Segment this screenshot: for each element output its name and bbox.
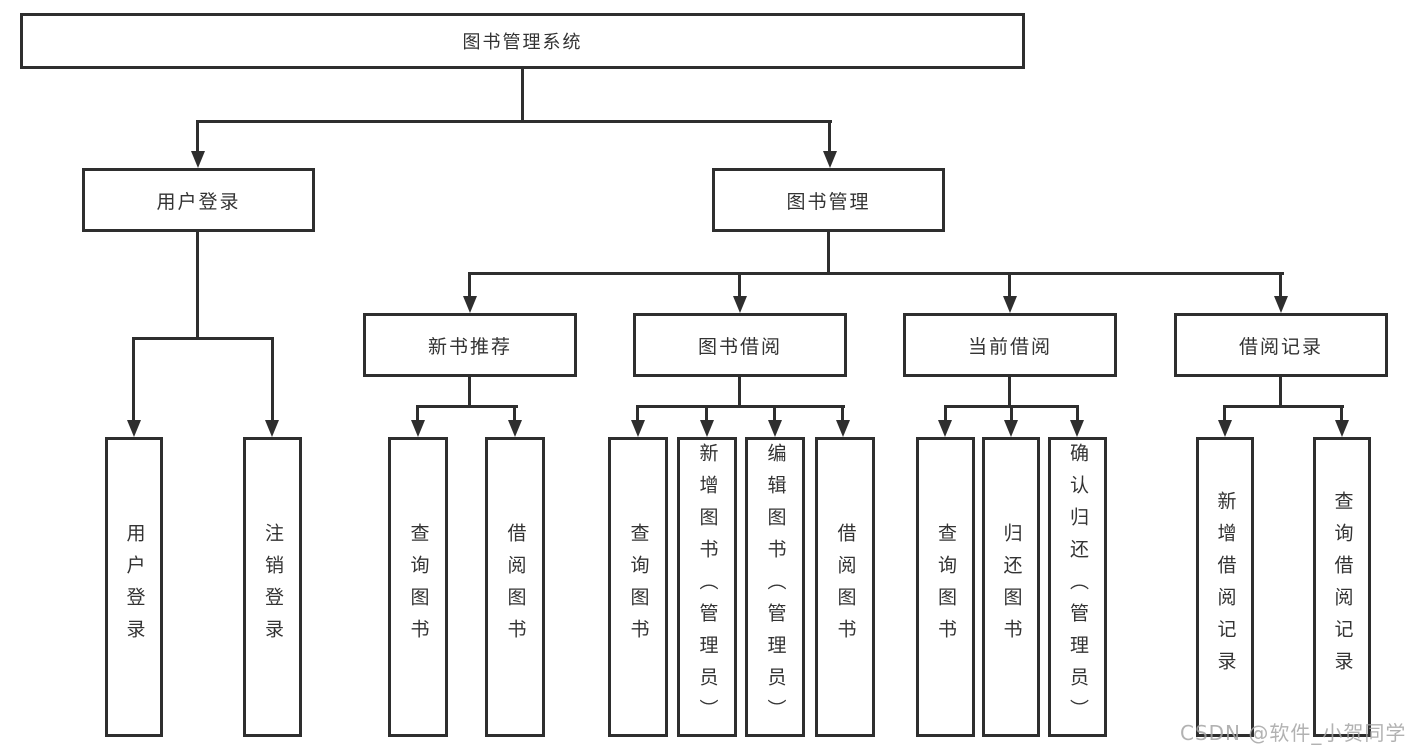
arrow-down-icon bbox=[836, 420, 850, 437]
arrow-down-icon bbox=[1070, 420, 1084, 437]
watermark: CSDN @软件_小贺同学 bbox=[1180, 721, 1405, 745]
connector-line bbox=[828, 120, 831, 154]
arrow-down-icon bbox=[463, 296, 477, 313]
node-label: 新增借阅记录 bbox=[1214, 491, 1237, 683]
node-label: 查询图书 bbox=[627, 523, 650, 651]
connector-line bbox=[132, 337, 274, 340]
connector-line bbox=[468, 272, 1284, 275]
connector-line bbox=[705, 405, 708, 423]
arrow-down-icon bbox=[411, 420, 425, 437]
node-label: 借阅图书 bbox=[504, 523, 527, 651]
node-current-borrowing: 当前借阅 bbox=[903, 313, 1117, 377]
connector-line bbox=[196, 120, 832, 123]
connector-line bbox=[521, 69, 524, 122]
node-leaf-query-books-current: 查询图书 bbox=[916, 437, 975, 737]
connector-line bbox=[1008, 377, 1011, 408]
arrow-down-icon bbox=[700, 420, 714, 437]
connector-line bbox=[1008, 272, 1011, 299]
connector-line bbox=[773, 405, 776, 423]
node-label: 查询图书 bbox=[935, 523, 957, 651]
node-leaf-logout: 注销登录 bbox=[243, 437, 302, 737]
node-label: 图书管理 bbox=[786, 190, 871, 213]
node-book-management: 图书管理 bbox=[712, 168, 945, 232]
node-label: 归还图书 bbox=[1000, 523, 1023, 651]
node-leaf-borrow-books: 借阅图书 bbox=[815, 437, 875, 737]
arrow-down-icon bbox=[733, 296, 747, 313]
connector-line bbox=[468, 272, 471, 299]
node-leaf-return-book: 归还图书 bbox=[982, 437, 1040, 737]
arrow-down-icon bbox=[1004, 420, 1018, 437]
arrow-down-icon bbox=[1274, 296, 1288, 313]
node-leaf-confirm-return-admin: 确认归还（管理员） bbox=[1048, 437, 1107, 737]
node-leaf-user-login: 用户登录 bbox=[105, 437, 163, 737]
arrow-down-icon bbox=[1335, 420, 1349, 437]
node-label: 当前借阅 bbox=[967, 335, 1052, 358]
connector-line bbox=[841, 405, 844, 423]
arrow-down-icon bbox=[1003, 296, 1017, 313]
connector-line bbox=[468, 377, 471, 408]
arrow-down-icon bbox=[191, 151, 205, 168]
connector-line bbox=[196, 120, 199, 154]
connector-line bbox=[738, 272, 741, 299]
node-leaf-query-books-recommend: 查询图书 bbox=[388, 437, 448, 737]
node-library-management-system: 图书管理系统 bbox=[20, 13, 1025, 69]
node-label: 图书管理系统 bbox=[462, 32, 583, 53]
arrow-down-icon bbox=[265, 420, 279, 437]
connector-line bbox=[1340, 405, 1343, 423]
arrow-down-icon bbox=[508, 420, 522, 437]
connector-line bbox=[1279, 272, 1282, 299]
arrow-down-icon bbox=[823, 151, 837, 168]
node-leaf-query-books-borrowing: 查询图书 bbox=[608, 437, 668, 737]
arrow-down-icon bbox=[631, 420, 645, 437]
node-label: 查询图书 bbox=[407, 523, 430, 651]
connector-line bbox=[1076, 405, 1079, 423]
connector-line bbox=[944, 405, 947, 423]
connector-line bbox=[738, 377, 741, 408]
connector-line bbox=[416, 405, 518, 408]
connector-line bbox=[636, 405, 845, 408]
node-label: 用户登录 bbox=[123, 523, 146, 651]
node-label: 注销登录 bbox=[262, 523, 284, 651]
connector-line bbox=[416, 405, 419, 423]
arrow-down-icon bbox=[127, 420, 141, 437]
node-label: 编辑图书（管理员） bbox=[764, 443, 787, 731]
node-leaf-borrow-books-recommend: 借阅图书 bbox=[485, 437, 545, 737]
node-leaf-add-borrow-record: 新增借阅记录 bbox=[1196, 437, 1254, 737]
connector-line bbox=[271, 337, 274, 423]
node-leaf-query-borrow-record: 查询借阅记录 bbox=[1313, 437, 1371, 737]
node-label: 图书借阅 bbox=[697, 335, 782, 358]
connector-line bbox=[132, 337, 135, 423]
node-borrow-records: 借阅记录 bbox=[1174, 313, 1388, 377]
arrow-down-icon bbox=[938, 420, 952, 437]
connector-line bbox=[1223, 405, 1226, 423]
node-label: 确认归还（管理员） bbox=[1067, 443, 1089, 731]
connector-line bbox=[827, 232, 830, 275]
node-label: 用户登录 bbox=[156, 190, 241, 213]
node-label: 新书推荐 bbox=[427, 335, 512, 358]
connector-line bbox=[1223, 405, 1344, 408]
node-label: 借阅记录 bbox=[1238, 335, 1323, 358]
node-label: 查询借阅记录 bbox=[1331, 491, 1354, 683]
connector-line bbox=[196, 232, 199, 340]
connector-line bbox=[513, 405, 516, 423]
connector-line bbox=[1010, 405, 1013, 423]
arrow-down-icon bbox=[768, 420, 782, 437]
connector-line bbox=[636, 405, 639, 423]
node-leaf-edit-book-admin: 编辑图书（管理员） bbox=[745, 437, 805, 737]
node-new-book-recommend: 新书推荐 bbox=[363, 313, 577, 377]
connector-line bbox=[1279, 377, 1282, 408]
node-book-borrowing: 图书借阅 bbox=[633, 313, 847, 377]
arrow-down-icon bbox=[1218, 420, 1232, 437]
node-label: 新增图书（管理员） bbox=[696, 443, 719, 731]
node-label: 借阅图书 bbox=[834, 523, 857, 651]
node-user-login: 用户登录 bbox=[82, 168, 315, 232]
node-leaf-add-book-admin: 新增图书（管理员） bbox=[677, 437, 737, 737]
